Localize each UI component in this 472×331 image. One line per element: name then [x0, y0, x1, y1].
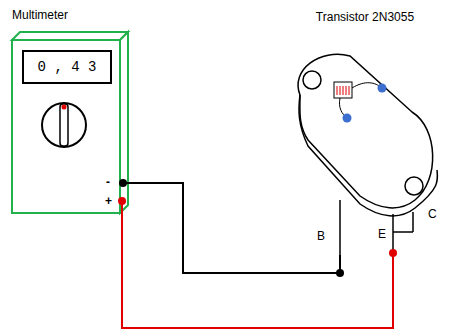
multimeter: Multimeter 0 , 4 3 — [12, 6, 128, 213]
mounting-hole — [405, 177, 423, 195]
die-pattern — [337, 86, 349, 95]
transistor-edge — [299, 95, 438, 216]
transistor-body — [298, 54, 433, 208]
test-lead — [128, 183, 340, 273]
die — [334, 82, 352, 98]
terminal-sign: + — [105, 195, 112, 207]
pin — [343, 114, 352, 123]
pin-name: E — [378, 228, 386, 240]
bond-wire — [339, 83, 382, 118]
display: 0 , 4 3 — [22, 50, 112, 84]
leg-bridge — [393, 231, 413, 233]
multimeter-top — [12, 32, 128, 40]
test-lead — [122, 213, 393, 328]
display-reading: 0 , 4 3 — [38, 59, 97, 75]
wire-stub — [121, 201, 123, 213]
lead-clip — [389, 249, 397, 257]
pin — [378, 84, 387, 93]
pin-name: C — [428, 208, 437, 220]
mounting-hole — [303, 71, 321, 89]
emitter-leg — [392, 214, 394, 255]
selector-knob — [42, 103, 86, 147]
knob-mark — [62, 105, 67, 110]
heading: Multimeter — [12, 8, 128, 22]
transistor: Transistor 2N3055 — [290, 6, 440, 255]
pin-name: B — [317, 230, 325, 242]
multimeter-front — [12, 40, 120, 213]
terminal-sign: - — [106, 176, 110, 188]
knob-pointer — [60, 104, 68, 146]
heading: Transistor 2N3055 — [290, 10, 440, 24]
collector-leg — [412, 212, 414, 232]
multimeter-side — [120, 32, 128, 213]
lead-clip — [336, 269, 344, 277]
base-leg — [339, 200, 341, 255]
